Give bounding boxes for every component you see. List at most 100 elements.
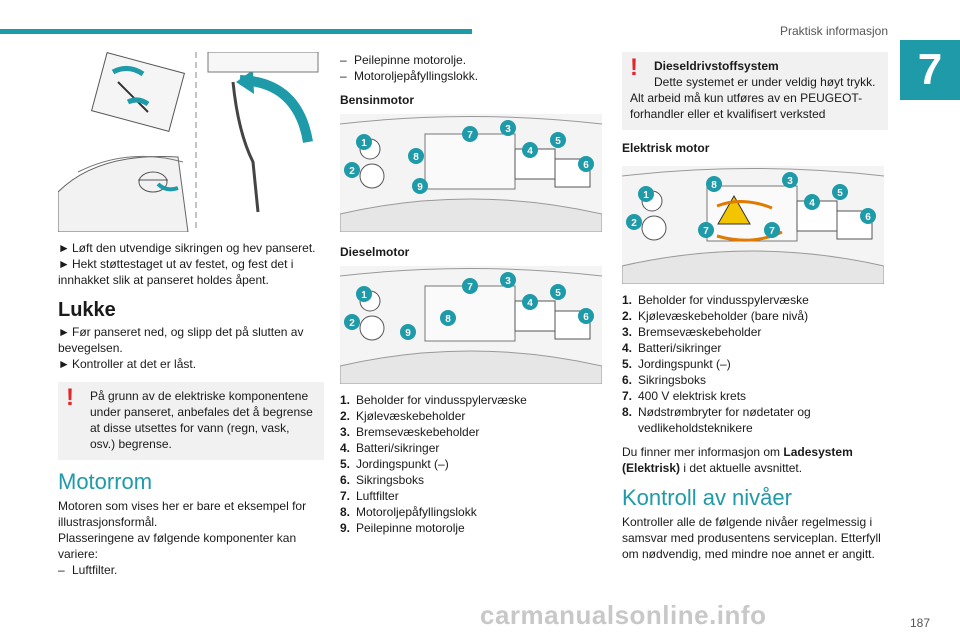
- column-3: ! Dieseldrivstoffsystem Dette systemet e…: [622, 52, 888, 570]
- list-item-text: Jordingspunkt (–): [356, 457, 449, 471]
- list-item-text: Jordingspunkt (–): [638, 357, 731, 371]
- svg-text:7: 7: [703, 226, 709, 237]
- svg-text:7: 7: [467, 282, 473, 293]
- callout-9: 9: [400, 324, 416, 340]
- list-item-number: 8.: [340, 505, 351, 519]
- callout-7: 7: [462, 278, 478, 294]
- svg-text:6: 6: [583, 312, 589, 323]
- list-item-text: Motoroljepåfyllingslokk: [356, 505, 477, 519]
- list-item: 7. 400 V elektrisk krets: [622, 388, 888, 404]
- svg-text:6: 6: [583, 160, 589, 171]
- list-item-text: 400 V elektrisk krets: [638, 389, 747, 403]
- bonnet-prop-illustration: [58, 52, 324, 232]
- svg-text:1: 1: [361, 290, 367, 301]
- list-item-text: Nødstrømbryter for nødetater og vedlikeh…: [638, 405, 811, 435]
- list-item-text: Sikringsboks: [638, 373, 707, 387]
- list-item: 2. Kjølevæskebeholder: [340, 408, 602, 424]
- list-item-number: 8.: [622, 405, 633, 419]
- chapter-tab: 7: [900, 40, 960, 100]
- list-item-number: 5.: [340, 457, 351, 471]
- callout-8: 8: [706, 176, 722, 192]
- callout-8: 8: [408, 148, 424, 164]
- list-item: 6.Sikringsboks: [340, 472, 602, 488]
- list-item-text: Sikringsboks: [356, 473, 425, 487]
- warning-icon: !: [66, 384, 74, 411]
- intro-text-2: Plasseringene av følgende komponenter ka…: [58, 531, 297, 561]
- svg-text:2: 2: [349, 318, 355, 329]
- heading-dieselmotor: Dieselmotor: [340, 245, 410, 259]
- callout-7: 7: [698, 222, 714, 238]
- list-item-number: 1.: [622, 293, 633, 307]
- list-item-number: 7.: [622, 389, 633, 403]
- dash-item-peilepinne: –Peilepinne motorolje.: [340, 53, 467, 67]
- list-item: 3. Bremsevæskebeholder: [340, 424, 602, 440]
- list-item-number: 3.: [622, 325, 633, 339]
- svg-text:3: 3: [787, 176, 793, 187]
- page-number: 187: [909, 616, 930, 630]
- column-1: ►Løft den utvendige sikringen og hev pan…: [58, 52, 324, 586]
- list-item-text: Beholder for vindusspylervæske: [356, 393, 527, 407]
- list-item: 4.Batteri/sikringer: [622, 340, 888, 356]
- callout-4: 4: [804, 194, 820, 210]
- callout-5: 5: [550, 132, 566, 148]
- callout-2: 2: [344, 162, 360, 178]
- callout-3: 3: [500, 120, 516, 136]
- callout-5: 5: [550, 284, 566, 300]
- svg-text:8: 8: [445, 314, 451, 325]
- list-item-text: Beholder for vindusspylervæske: [638, 293, 809, 307]
- list-item-number: 3.: [340, 425, 351, 439]
- svg-text:1: 1: [361, 138, 367, 149]
- warning-box-water: ! På grunn av de elektriske komponentene…: [58, 382, 324, 460]
- list-item: 1. Beholder for vindusspylervæske: [622, 292, 888, 308]
- list-item-number: 1.: [340, 393, 351, 407]
- list-item-number: 2.: [340, 409, 351, 423]
- watermark: carmanualsonline.info: [480, 600, 767, 630]
- list-item: 3. Bremsevæskebeholder: [622, 324, 888, 340]
- list-item-text: Bremsevæskebeholder: [356, 425, 480, 439]
- svg-text:6: 6: [865, 212, 871, 223]
- intro-text: Motoren som vises her er bare et eksempe…: [58, 499, 307, 529]
- callout-6: 6: [578, 156, 594, 172]
- heading-motorrom: Motorrom: [58, 469, 153, 494]
- list-item-number: 4.: [340, 441, 351, 455]
- svg-text:9: 9: [417, 182, 423, 193]
- page-section-title: Praktisk informasjon: [779, 24, 888, 38]
- svg-text:8: 8: [711, 180, 717, 191]
- svg-text:2: 2: [631, 218, 637, 229]
- callout-2: 2: [344, 314, 360, 330]
- callout-2: 2: [626, 214, 642, 230]
- column-2: –Peilepinne motorolje. –Motoroljepåfylli…: [340, 52, 602, 536]
- list-item: 4.Batteri/sikringer: [340, 440, 602, 456]
- more-info-text: Du finner mer informasjon om Ladesystem …: [622, 445, 853, 475]
- callout-7: 7: [462, 126, 478, 142]
- list-item-text: Luftfilter: [356, 489, 399, 503]
- list-item: 6.Sikringsboks: [622, 372, 888, 388]
- callout-4: 4: [522, 294, 538, 310]
- bullet-prop-rod: ►Hekt støttestaget ut av festet, og fest…: [58, 257, 294, 287]
- heading-kontroll-av-nivaer: Kontroll av nivåer: [622, 485, 792, 510]
- callout-1: 1: [638, 186, 654, 202]
- svg-text:3: 3: [505, 276, 511, 287]
- callout-1: 1: [356, 134, 372, 150]
- list-item: 8. Motoroljepåfyllingslokk: [340, 504, 602, 520]
- list-item: 5.Jordingspunkt (–): [622, 356, 888, 372]
- callout-1: 1: [356, 286, 372, 302]
- list-item-number: 2.: [622, 309, 633, 323]
- bullet-lower-bonnet: ►Før panseret ned, og slipp det på slutt…: [58, 325, 304, 355]
- heading-bensinmotor: Bensinmotor: [340, 93, 415, 107]
- list-item-text: Bremsevæskebeholder: [638, 325, 762, 339]
- list-item-text: Kjølevæskebeholder: [356, 409, 466, 423]
- svg-text:7: 7: [769, 226, 775, 237]
- dash-item-luftfilter: –Luftfilter.: [58, 563, 118, 577]
- list-item-number: 7.: [340, 489, 351, 503]
- bullet-check-locked: ►Kontroller at det er låst.: [58, 357, 197, 371]
- svg-text:5: 5: [837, 188, 843, 199]
- callout-3: 3: [500, 272, 516, 288]
- svg-text:9: 9: [405, 328, 411, 339]
- list-item-text: Batteri/sikringer: [638, 341, 722, 355]
- header-accent-bar: [0, 29, 472, 34]
- callout-8: 8: [440, 310, 456, 326]
- svg-text:2: 2: [349, 166, 355, 177]
